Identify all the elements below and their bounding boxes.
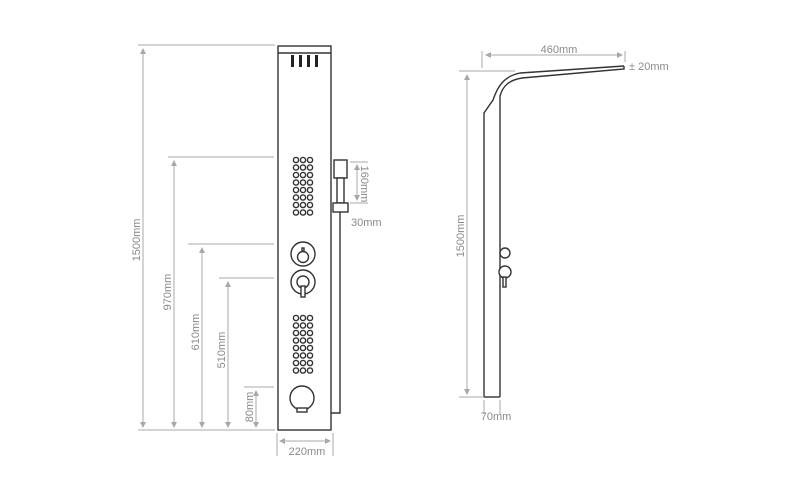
label-bracket-size: 30mm xyxy=(351,217,382,229)
thermostat-knob xyxy=(290,241,316,267)
jet-nozzle xyxy=(306,209,314,216)
lower-body-jets xyxy=(292,314,314,374)
side-knobs xyxy=(498,247,512,288)
panel-profile-outer xyxy=(483,65,625,397)
label-upper-jets-height: 970mm xyxy=(162,274,174,311)
jet-nozzle xyxy=(299,156,307,164)
jet-nozzle xyxy=(292,171,300,179)
jet-nozzle xyxy=(306,179,314,186)
jet-nozzle xyxy=(306,367,314,374)
jet-nozzle xyxy=(299,359,307,367)
jet-nozzle xyxy=(292,314,300,322)
label-thermostat-height: 610mm xyxy=(190,314,202,351)
jet-nozzle xyxy=(306,156,314,164)
jet-nozzle xyxy=(306,359,314,367)
side-dimension-lines xyxy=(459,51,626,414)
jet-nozzle xyxy=(306,314,314,322)
jet-nozzle xyxy=(299,164,307,171)
jet-nozzle xyxy=(306,194,314,201)
jet-nozzle xyxy=(299,171,307,179)
jet-nozzle xyxy=(292,352,300,359)
label-spout-height: 80mm xyxy=(244,392,256,423)
tub-spout xyxy=(289,385,315,413)
upper-body-jets xyxy=(292,156,314,216)
panel-body xyxy=(277,45,332,431)
jet-nozzle xyxy=(299,186,307,194)
jet-nozzle xyxy=(299,194,307,201)
jet-nozzle xyxy=(292,337,300,344)
label-hand-shower-length: 160mm xyxy=(358,166,370,203)
label-tolerance: ± 20mm xyxy=(629,61,669,73)
jet-nozzle xyxy=(306,329,314,337)
label-diverter-height: 510mm xyxy=(216,332,228,369)
jet-nozzle xyxy=(306,337,314,344)
jet-nozzle xyxy=(299,337,307,344)
jet-nozzle xyxy=(299,367,307,374)
diverter-lever xyxy=(290,269,316,298)
jet-nozzle xyxy=(299,201,307,209)
front-view: 1500mm 970mm 610mm 510mm 80mm 160mm 30mm… xyxy=(131,44,382,458)
jet-nozzle xyxy=(306,344,314,352)
jet-nozzle xyxy=(306,164,314,171)
jet-nozzle xyxy=(292,179,300,186)
jet-nozzle xyxy=(292,322,300,329)
jet-nozzle xyxy=(299,179,307,186)
jet-nozzle xyxy=(292,156,300,164)
jet-nozzle xyxy=(299,322,307,329)
hand-shower xyxy=(331,159,349,414)
jet-nozzle xyxy=(292,329,300,337)
label-side-height: 1500mm xyxy=(455,215,467,258)
jet-nozzle xyxy=(306,352,314,359)
label-total-height: 1500mm xyxy=(131,219,143,262)
jet-nozzle xyxy=(292,209,300,216)
jet-nozzle xyxy=(292,367,300,374)
jet-nozzle xyxy=(299,344,307,352)
jet-nozzle xyxy=(292,186,300,194)
jet-nozzle xyxy=(292,359,300,367)
jet-nozzle xyxy=(306,322,314,329)
jet-nozzle xyxy=(299,352,307,359)
top-vents xyxy=(291,55,318,67)
jet-nozzle xyxy=(299,209,307,216)
jet-nozzle xyxy=(292,194,300,201)
dimension-lines xyxy=(138,44,368,456)
label-depth: 70mm xyxy=(481,411,512,423)
jet-nozzle xyxy=(292,344,300,352)
side-view: 1500mm 460mm ± 20mm 70mm xyxy=(455,44,669,423)
jet-nozzle xyxy=(292,164,300,171)
label-panel-width: 220mm xyxy=(289,446,326,458)
label-reach: 460mm xyxy=(541,44,578,56)
jet-nozzle xyxy=(306,171,314,179)
jet-nozzle xyxy=(292,201,300,209)
jet-nozzle xyxy=(299,314,307,322)
jet-nozzle xyxy=(306,201,314,209)
jet-nozzle xyxy=(306,186,314,194)
jet-nozzle xyxy=(299,329,307,337)
panel-profile-inner xyxy=(499,66,625,397)
